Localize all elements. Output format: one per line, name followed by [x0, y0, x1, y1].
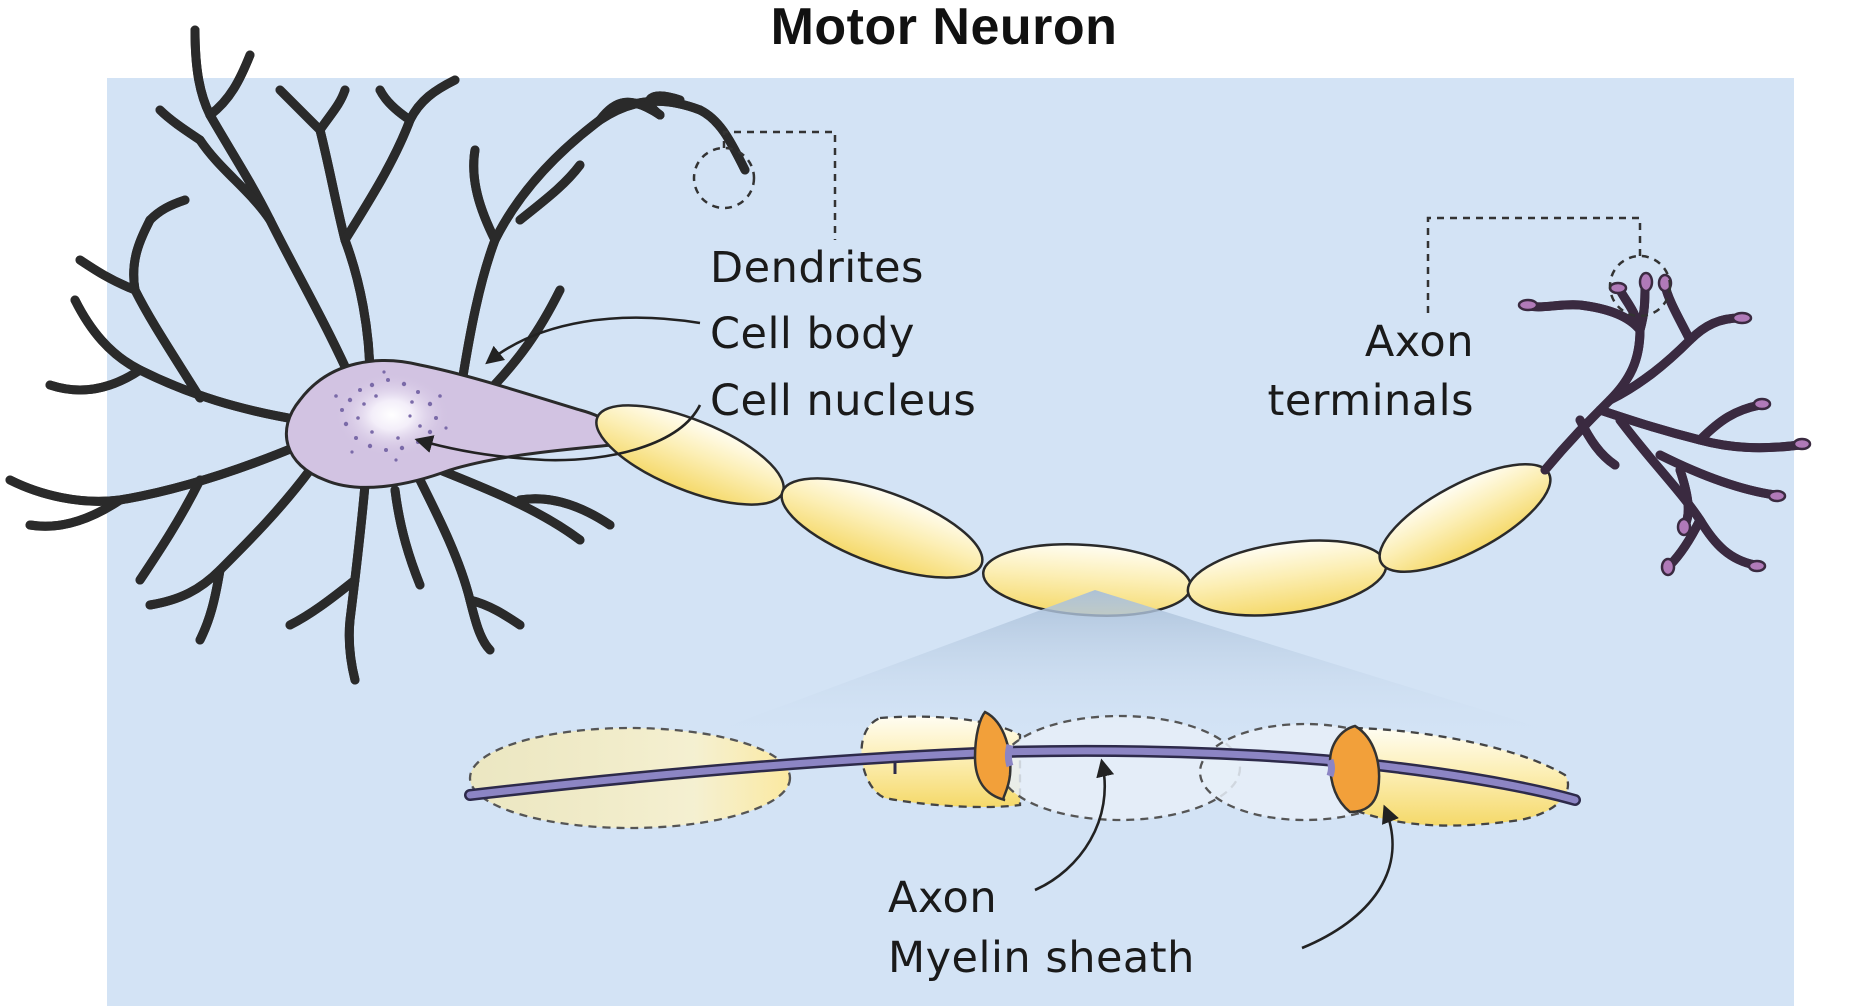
- arrow-axon: [1034, 758, 1115, 892]
- dendrites: [5, 25, 750, 685]
- label-myelin-sheath: Myelin sheath: [888, 933, 1195, 983]
- label-cell-body: Cell body: [710, 309, 915, 359]
- node-cap-right: [1328, 724, 1381, 814]
- label-axon-terminals-line2: terminals: [1267, 376, 1474, 426]
- callout-dendrites: [692, 130, 837, 240]
- axon-terminals: [1517, 271, 1812, 577]
- label-axon-terminals-line1: Axon: [1365, 317, 1474, 367]
- zoom-cone: [690, 590, 1580, 740]
- arrow-cell-nucleus: [414, 404, 702, 462]
- axon-myelin-segments: [595, 404, 1552, 617]
- label-dendrites: Dendrites: [710, 243, 924, 293]
- arrow-myelin-sheath: [1301, 804, 1399, 950]
- diagram-title: Motor Neuron: [771, 0, 1118, 56]
- label-axon: Axon: [888, 873, 997, 923]
- label-cell-nucleus: Cell nucleus: [710, 376, 976, 426]
- callout-axon-terminals: [1426, 216, 1672, 318]
- arrow-cell-body: [485, 316, 701, 365]
- enlarged-axon-section: [464, 710, 1581, 830]
